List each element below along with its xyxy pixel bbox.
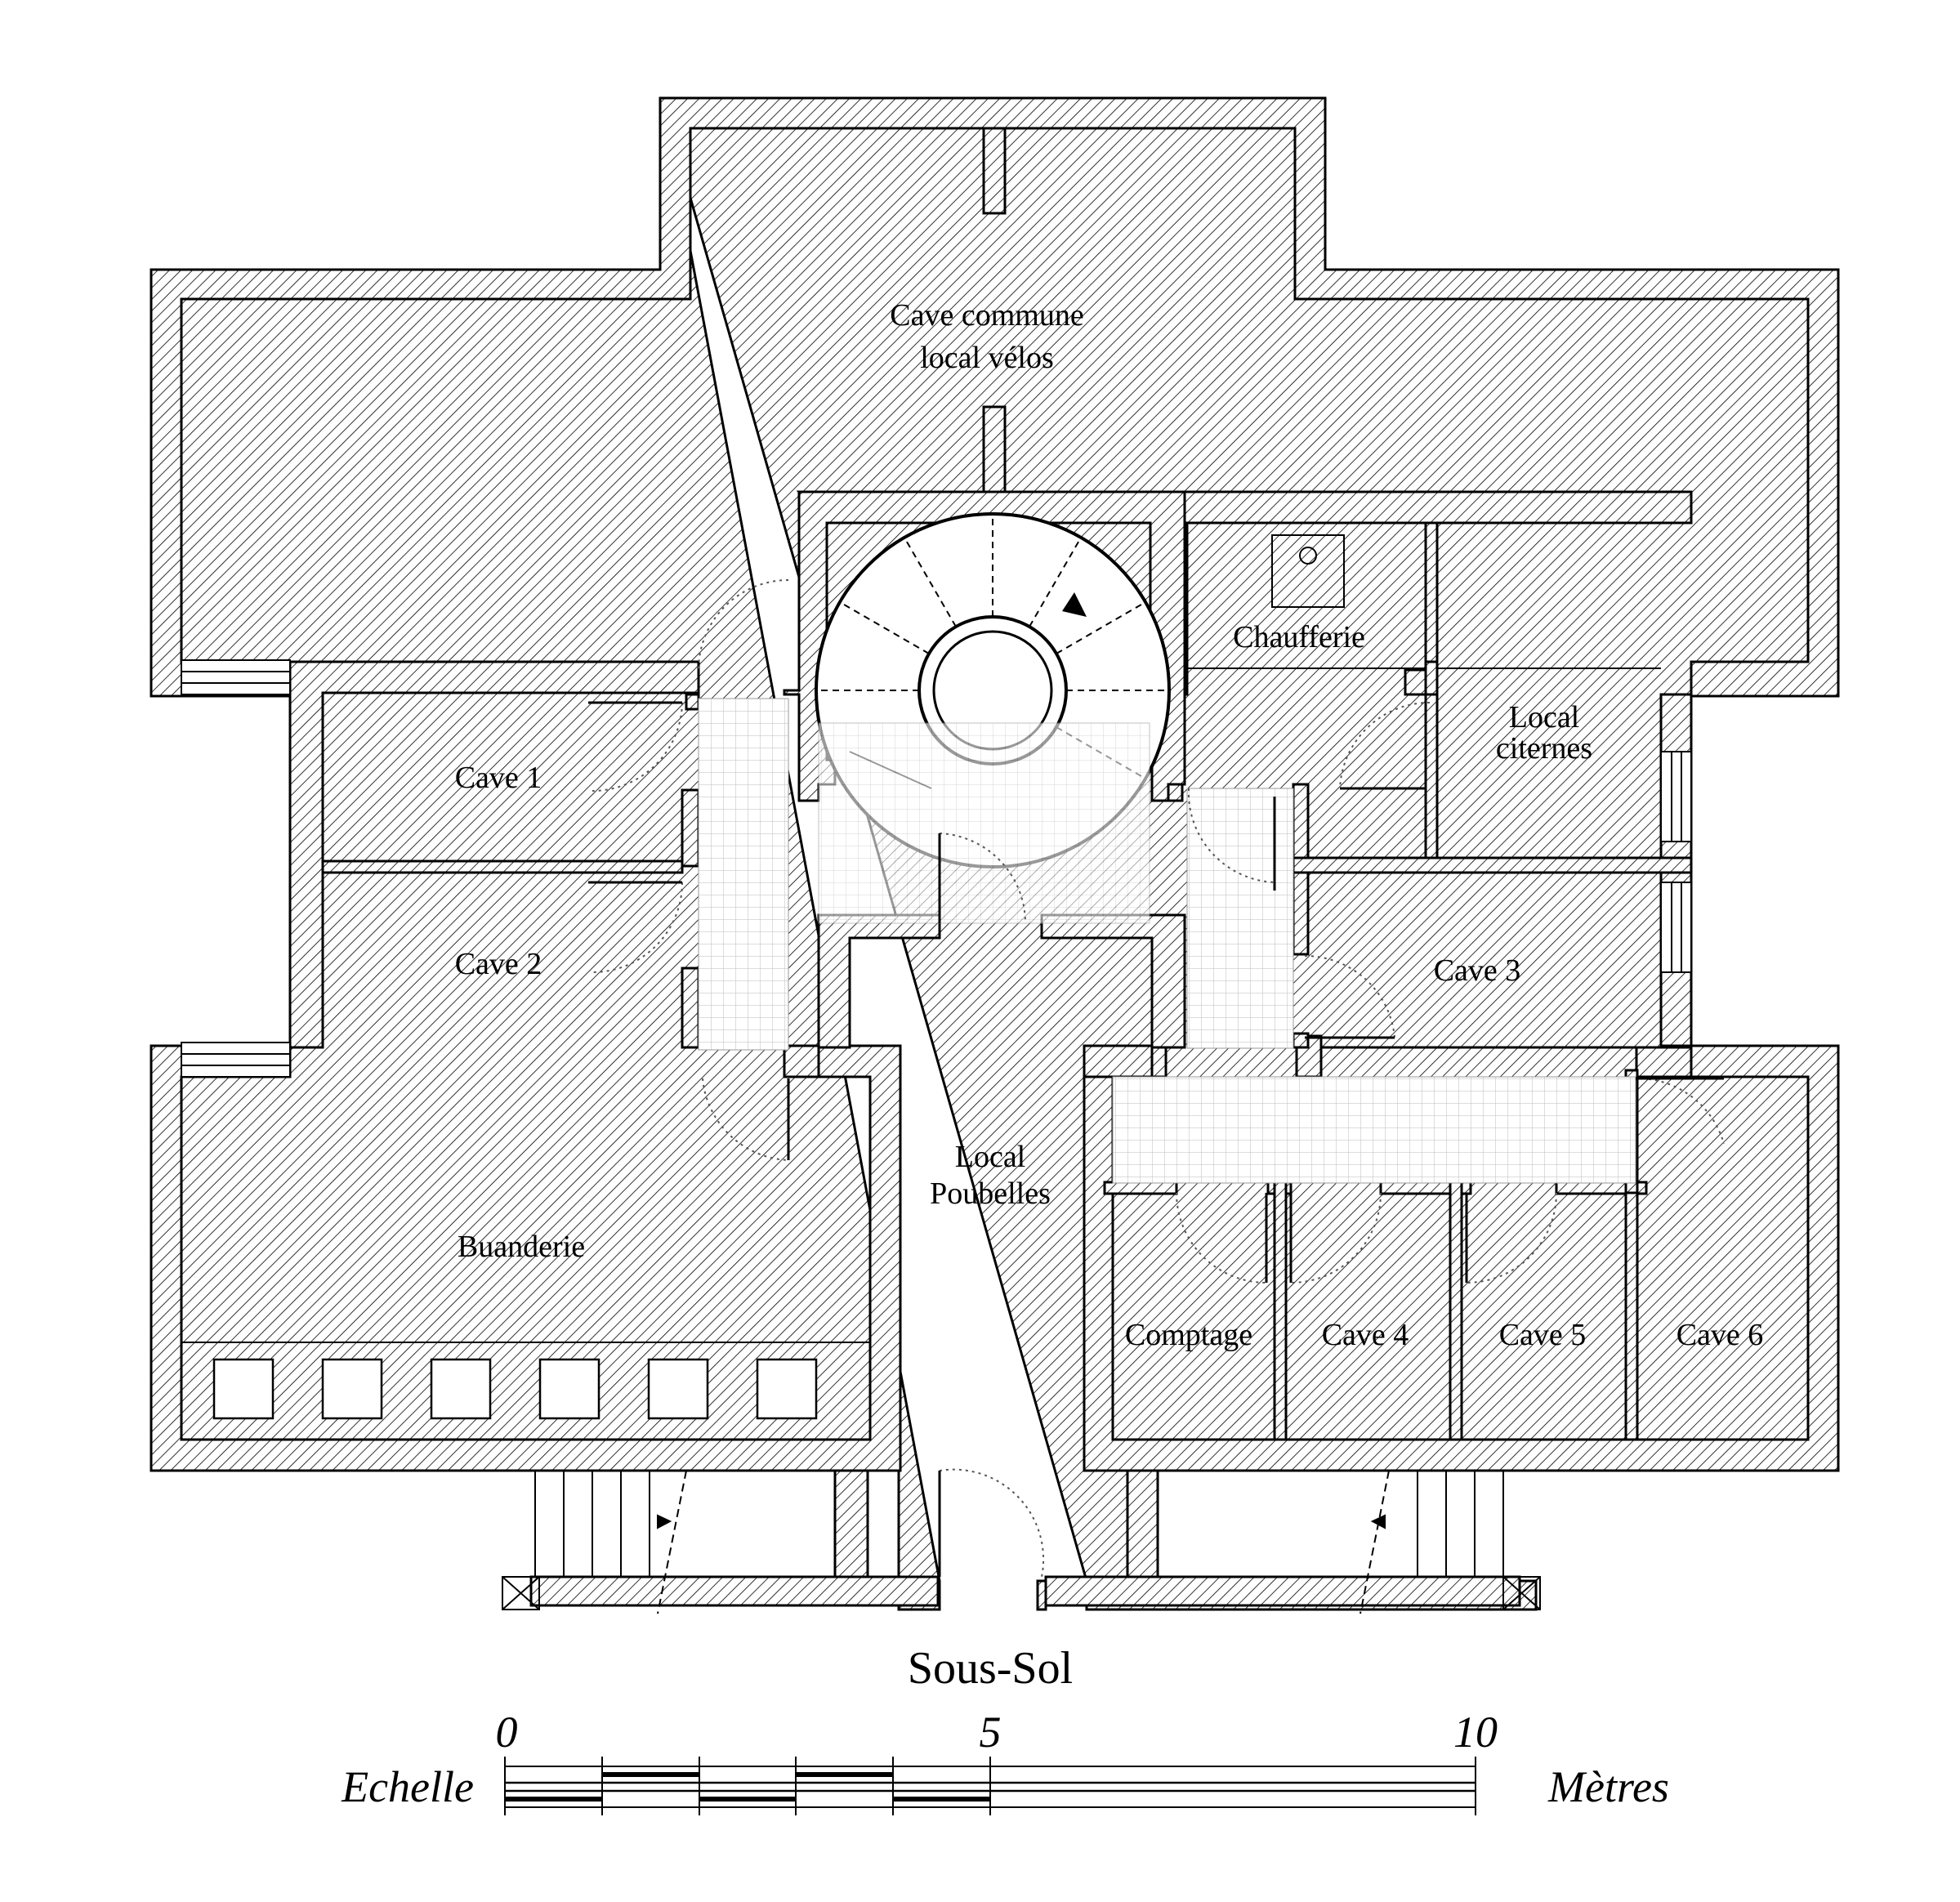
door-leaves	[588, 701, 1724, 1577]
label-local-citernes-2: citernes	[1496, 731, 1592, 766]
scale-tick-5: 5	[980, 1708, 1002, 1757]
label-buanderie: Buanderie	[458, 1230, 585, 1264]
windows	[181, 659, 1692, 1078]
corridor-floor	[698, 698, 1636, 1184]
partitions	[181, 667, 1661, 1343]
label-local-poubelles-2: Poubelles	[930, 1176, 1051, 1211]
label-cave-4: Cave 4	[1322, 1318, 1409, 1352]
room-labels: Cave commune local vélos Chaufferie Loca…	[455, 298, 1764, 1352]
label-cave-commune: Cave commune	[890, 298, 1083, 333]
scale-tick-0: 0	[496, 1708, 518, 1757]
label-cave-3: Cave 3	[1434, 953, 1521, 988]
label-comptage: Comptage	[1125, 1318, 1252, 1352]
label-local-poubelles-1: Local	[955, 1140, 1026, 1174]
scale-tick-10: 10	[1453, 1708, 1498, 1757]
label-cave-2: Cave 2	[455, 947, 542, 981]
label-local-velos: local vélos	[920, 341, 1054, 375]
scale-bar: 0 5 10 Echelle Mètres	[341, 1708, 1669, 1815]
label-cave-6: Cave 6	[1676, 1318, 1764, 1352]
scale-label-left: Echelle	[341, 1762, 474, 1811]
exterior-stairs	[502, 1470, 1541, 1614]
plan-title: Sous-Sol	[908, 1643, 1073, 1694]
laundry-machines	[212, 1358, 818, 1420]
boiler	[1271, 534, 1345, 608]
label-chaufferie: Chaufferie	[1233, 620, 1365, 654]
scale-label-right: Mètres	[1547, 1762, 1669, 1811]
label-cave-5: Cave 5	[1499, 1318, 1587, 1352]
label-cave-1: Cave 1	[455, 761, 542, 795]
label-local-citernes-1: Local	[1509, 700, 1580, 734]
